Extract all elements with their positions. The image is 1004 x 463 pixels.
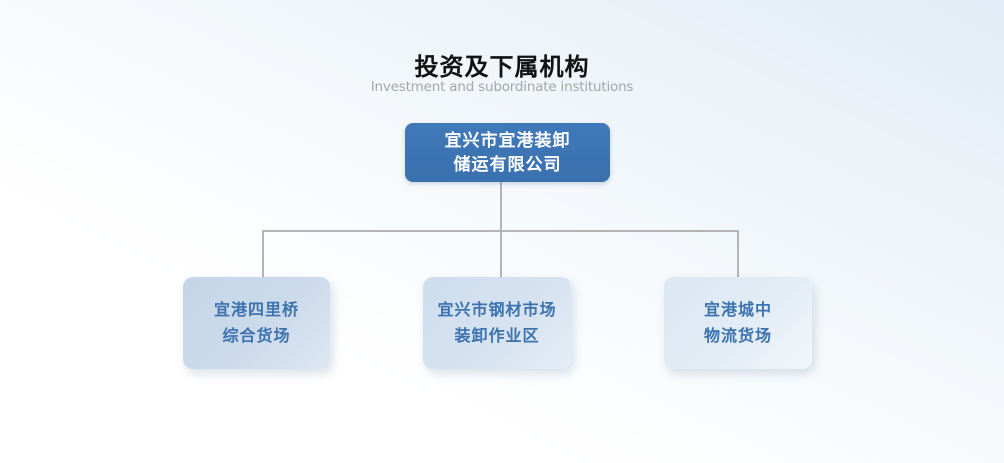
page-subtitle: Investment and subordinate institutions [370, 79, 634, 95]
connector-horizontal [262, 230, 739, 232]
org-node-child-3-name-line1: 宜港城中 [703, 300, 772, 319]
page-title: 投资及下属机构 [414, 53, 590, 81]
org-node-child-3: 宜港城中 物流货场 [664, 277, 812, 369]
org-node-child-2: 宜兴市钢材市场 装卸作业区 [423, 277, 571, 369]
org-node-root: 宜兴市宜港装卸 储运有限公司 [405, 123, 610, 182]
org-node-child-1: 宜港四里桥 综合货场 [183, 277, 330, 369]
org-node-root-name-line1: 宜兴市宜港装卸 [444, 130, 571, 151]
connector-left-vertical [262, 230, 264, 277]
org-node-child-1-name-line1: 宜港四里桥 [213, 300, 299, 319]
connector-root-vertical [500, 182, 502, 277]
connector-right-vertical [737, 230, 739, 277]
org-node-child-2-name-line1: 宜兴市钢材市场 [437, 300, 557, 319]
org-node-child-3-name-line2: 物流货场 [703, 326, 772, 345]
org-node-child-1-name-line2: 综合货场 [222, 326, 291, 345]
org-node-root-name-line2: 储运有限公司 [453, 154, 562, 175]
org-node-child-2-name-line2: 装卸作业区 [454, 326, 540, 345]
